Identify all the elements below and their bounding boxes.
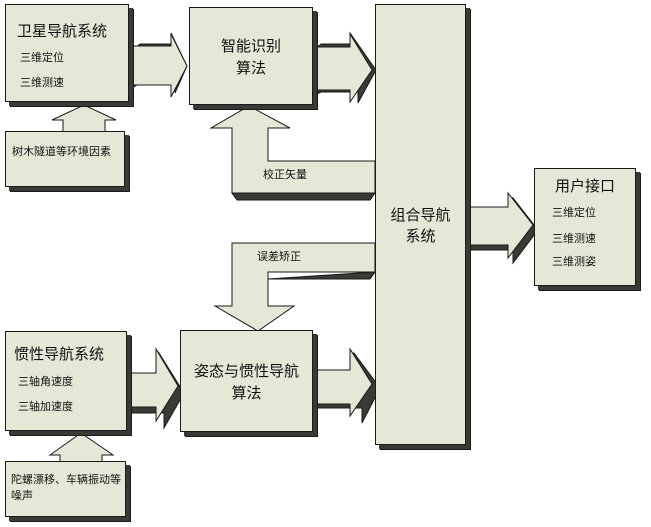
user-interface-item: 三维定位 [552, 206, 596, 219]
error-correction-label: 误差矫正 [257, 250, 301, 263]
user-interface-title: 用户接口 [555, 177, 616, 195]
noise-box: 陀螺漂移、车辆振动等噪声 [5, 461, 126, 517]
environment-factors-text: 树木隧道等环境因素 [12, 145, 111, 158]
inertial-navigation-box: 惯性导航系统 三轴角速度 三轴加速度 [5, 331, 127, 431]
user-interface-item: 三维测姿 [552, 255, 596, 268]
recognition-algorithm-box: 智能识别 算法 [189, 7, 313, 105]
arrow-env-to-satellite [51, 104, 117, 135]
recognition-title-line2: 算法 [235, 59, 266, 77]
integrated-title-line2: 系统 [405, 227, 436, 245]
attitude-title-line1: 姿态与惯性导航 [193, 362, 299, 380]
user-interface-item: 三维测速 [552, 232, 596, 245]
environment-factors-box: 树木隧道等环境因素 [5, 131, 125, 187]
satellite-item: 三维测速 [20, 76, 64, 89]
noise-text: 陀螺漂移、车辆振动等噪声 [11, 473, 121, 502]
attitude-title-line2: 算法 [231, 384, 262, 402]
satellite-navigation-box: 卫星导航系统 三维定位 三维测速 [5, 4, 129, 102]
arrow-satellite-to-recognition [127, 32, 188, 98]
correction-vector-label: 校正矢量 [263, 168, 307, 181]
satellite-item: 三维定位 [20, 51, 64, 64]
arrow-inertial-to-attitude [126, 347, 185, 430]
arrow-error-correction [213, 242, 377, 332]
recognition-title-line1: 智能识别 [220, 37, 281, 55]
user-interface-box: 用户接口 三维定位 三维测速 三维测姿 [534, 168, 636, 286]
integrated-title-line1: 组合导航 [390, 206, 451, 224]
integrated-navigation-box: 组合导航 系统 [375, 4, 466, 445]
inertial-item: 三轴角速度 [18, 375, 73, 388]
arrow-noise-to-inertial [48, 432, 115, 463]
attitude-algorithm-box: 姿态与惯性导航 算法 [180, 330, 313, 432]
arrow-recognition-to-integrated [312, 31, 377, 104]
inertial-title: 惯性导航系统 [14, 345, 105, 363]
arrow-attitude-to-integrated [312, 347, 381, 424]
arrow-correction-vector [209, 105, 376, 201]
arrow-integrated-to-user [464, 191, 539, 265]
satellite-title: 卫星导航系统 [17, 22, 108, 40]
inertial-item: 三轴加速度 [18, 400, 73, 413]
